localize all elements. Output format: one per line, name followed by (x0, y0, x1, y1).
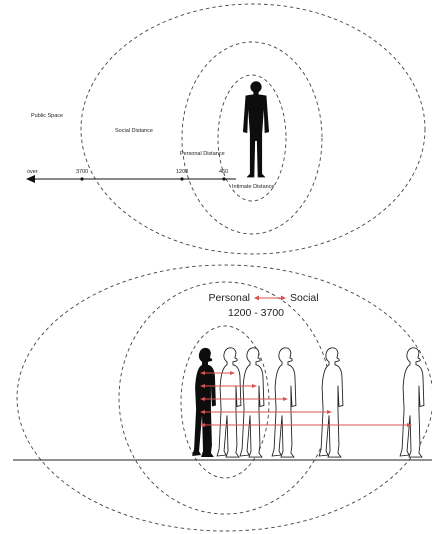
person-outline-icon (217, 348, 241, 457)
person-outline-icon (400, 348, 424, 457)
person-outline-icon (319, 348, 343, 457)
distance-arrow (200, 410, 332, 414)
intimate-distance-label: Intimate Distance (232, 184, 275, 190)
social-distance-label: Social Distance (115, 128, 153, 134)
tick-label-1200: 1200 (176, 169, 188, 175)
heading-social: Social (290, 292, 319, 304)
double-arrow-icon (254, 296, 286, 301)
person-outline-icon (240, 348, 264, 457)
tick-label-3700: 3700 (76, 169, 88, 175)
tick-1200-dot (180, 177, 183, 180)
bottom-proxemics-diagram: Personal Social 1200 - 3700 (13, 265, 432, 531)
tick-460-dot (222, 177, 225, 180)
standing-person-icon (192, 348, 216, 457)
personal-distance-label: Personal Distance (180, 151, 225, 157)
top-proxemics-diagram: Public Space Social Distance Personal Di… (26, 4, 425, 254)
axis-arrow-icon (26, 175, 35, 183)
distance-range: 1200 - 3700 (228, 307, 284, 319)
heading-personal: Personal (209, 292, 250, 304)
standing-person-icon (243, 81, 269, 177)
public-space-label: Public Space (31, 113, 63, 119)
tick-3700-dot (80, 177, 83, 180)
person-outline-icon (272, 348, 296, 457)
distance-axis: over 3700 1200 460 (26, 169, 236, 183)
axis-start-label: over (27, 169, 38, 175)
tick-label-460: 460 (219, 169, 228, 175)
